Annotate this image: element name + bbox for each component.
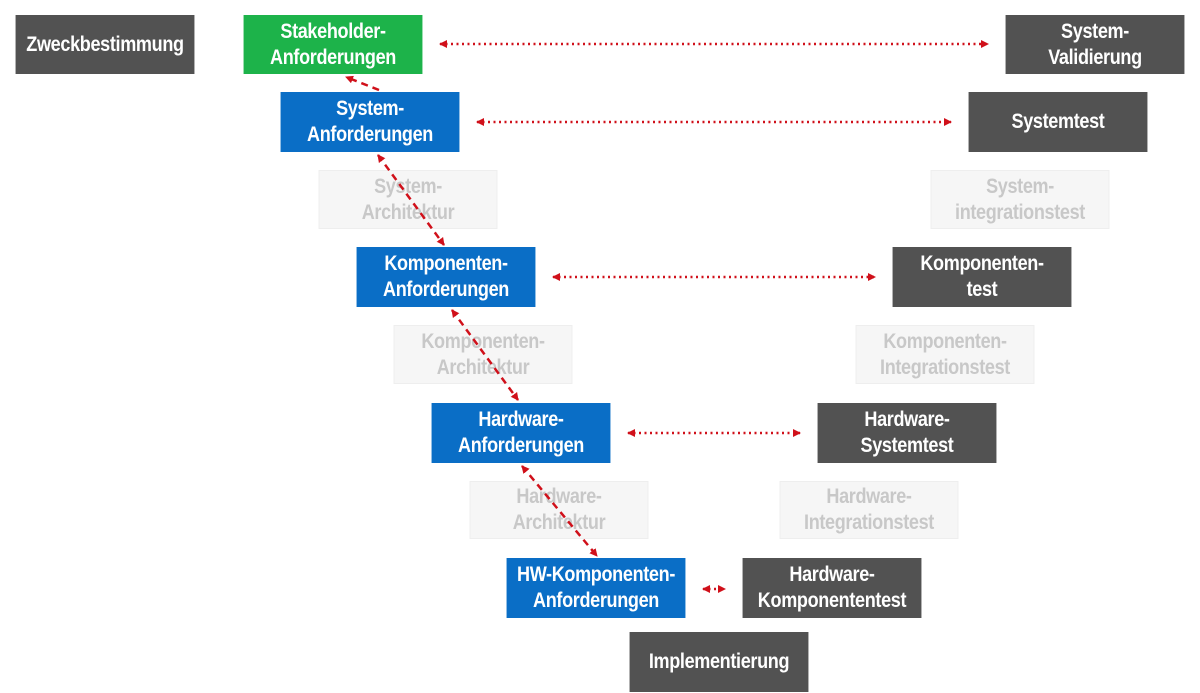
box-systemintegrationstest-label: System- integrationstest xyxy=(955,174,1085,224)
box-implementierung: Implementierung xyxy=(629,632,809,692)
box-system-validierung-label: System- Validierung xyxy=(1048,19,1142,69)
box-hw-komponenten-anforderungen-label: HW-Komponenten- Anforderungen xyxy=(517,563,675,612)
box-komponententest: Komponenten- test xyxy=(892,247,1072,307)
box-hardware-systemtest-label: Hardware- Systemtest xyxy=(860,408,954,457)
box-stakeholder-label: Stakeholder- Anforderungen xyxy=(270,19,396,69)
box-hw-komponenten-anforderungen: HW-Komponenten- Anforderungen xyxy=(506,558,686,618)
box-systemtest-label: Systemtest xyxy=(1011,110,1105,133)
box-hardware-integrationstest-label: Hardware- Integrationstest xyxy=(804,485,934,534)
box-komponenten-anforderungen: Komponenten- Anforderungen xyxy=(356,247,536,307)
box-hardware-anforderungen: Hardware- Anforderungen xyxy=(431,403,611,463)
box-systemintegrationstest: System- integrationstest xyxy=(930,170,1110,229)
box-system-architektur: System- Architektur xyxy=(318,170,498,229)
box-system-architektur-label: System- Architektur xyxy=(361,174,455,224)
box-hardware-architektur: Hardware- Architektur xyxy=(469,481,649,539)
box-system-validierung: System- Validierung xyxy=(1005,15,1185,74)
box-system-anforderungen: System- Anforderungen xyxy=(280,92,460,152)
link-system-stakeholder xyxy=(345,75,380,92)
box-systemtest: Systemtest xyxy=(968,92,1148,152)
box-hardware-architektur-label: Hardware- Architektur xyxy=(512,485,606,534)
box-implementierung-label: Implementierung xyxy=(648,650,790,673)
box-system-anforderungen-label: System- Anforderungen xyxy=(307,97,433,146)
box-hardware-anforderungen-label: Hardware- Anforderungen xyxy=(458,408,584,457)
box-komponenten-anforderungen-label: Komponenten- Anforderungen xyxy=(383,252,509,301)
box-komponenten-architektur-label: Komponenten- Architektur xyxy=(421,329,545,379)
box-hardware-komponententest-label: Hardware- Komponententest xyxy=(757,563,907,612)
box-zweckbestimmung-label: Zweckbestimmung xyxy=(26,32,184,56)
box-komponententest-label: Komponenten- test xyxy=(920,252,1044,301)
box-komponenten-integrationstest-label: Komponenten- Integrationstest xyxy=(880,329,1010,379)
box-komponenten-integrationstest: Komponenten- Integrationstest xyxy=(855,325,1035,384)
box-hardware-systemtest: Hardware- Systemtest xyxy=(817,403,997,463)
box-hardware-komponententest: Hardware- Komponententest xyxy=(742,558,922,618)
box-komponenten-architektur: Komponenten- Architektur xyxy=(393,325,573,384)
box-zweckbestimmung: Zweckbestimmung xyxy=(15,15,195,74)
box-hardware-integrationstest: Hardware- Integrationstest xyxy=(779,481,959,539)
box-stakeholder-anforderungen: Stakeholder- Anforderungen xyxy=(243,15,423,74)
